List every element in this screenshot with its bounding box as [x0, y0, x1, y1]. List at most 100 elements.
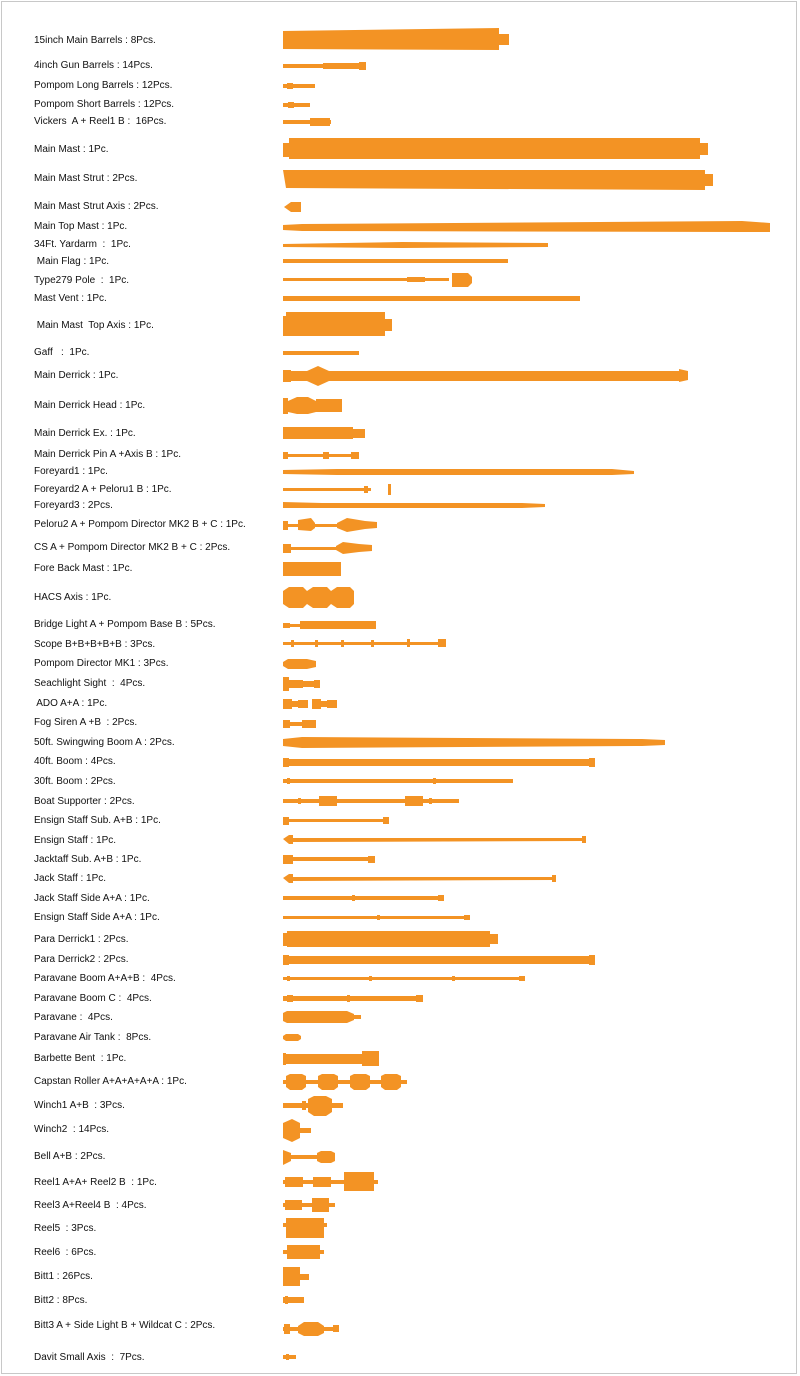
part-label: Main Mast Strut : 2Pcs.	[34, 173, 138, 184]
part-shape	[283, 874, 556, 883]
part-label: Main Mast Top Axis : 1Pc.	[34, 320, 154, 331]
part-label: Bell A+B : 2Pcs.	[34, 1151, 106, 1162]
part-label: Jack Staff : 1Pc.	[34, 873, 107, 884]
part-label: Winch2 : 14Pcs.	[34, 1124, 110, 1135]
part-shape	[283, 758, 595, 767]
part-label: Peloru2 A + Pompom Director MK2 B + C : …	[34, 519, 246, 530]
part-label: CS A + Pompom Director MK2 B + C : 2Pcs.	[34, 542, 231, 553]
part-shape	[283, 28, 509, 50]
part-label: Main Derrick Ex. : 1Pc.	[34, 428, 136, 439]
part-shape	[283, 677, 320, 691]
part-label: Main Derrick : 1Pc.	[34, 370, 119, 381]
part-shape	[283, 835, 586, 844]
part-label: Reel6 : 6Pcs.	[34, 1247, 97, 1258]
part-label: Foreyard2 A + Peloru1 B : 1Pc.	[34, 484, 172, 495]
part-shape	[283, 1011, 361, 1023]
part-label: Ensign Staff : 1Pc.	[34, 835, 117, 846]
part-label: Barbette Bent : 1Pc.	[34, 1053, 127, 1064]
part-shape	[283, 621, 376, 629]
part-label: Reel1 A+A+ Reel2 B : 1Pc.	[34, 1177, 157, 1188]
part-label: Main Derrick Pin A +Axis B : 1Pc.	[34, 449, 181, 460]
part-label: Main Derrick Head : 1Pc.	[34, 400, 146, 411]
part-label: Pompom Director MK1 : 3Pcs.	[34, 658, 169, 669]
part-shape	[283, 915, 470, 920]
part-label: 50ft. Swingwing Boom A : 2Pcs.	[34, 737, 175, 748]
part-shape	[283, 242, 548, 248]
part-label: 40ft. Boom : 4Pcs.	[34, 756, 116, 767]
part-shape	[283, 83, 315, 89]
part-label: Pompom Long Barrels : 12Pcs.	[34, 80, 173, 91]
part-label: Main Mast : 1Pc.	[34, 144, 109, 155]
part-label: 4inch Gun Barrels : 14Pcs.	[34, 60, 153, 71]
part-label: ADO A+A : 1Pc.	[34, 698, 108, 709]
part-label: Para Derrick2 : 2Pcs.	[34, 954, 129, 965]
part-shape	[283, 1034, 301, 1041]
part-label: Scope B+B+B+B+B : 3Pcs.	[34, 639, 156, 650]
part-shape	[283, 170, 713, 190]
part-shape	[283, 1051, 379, 1066]
part-label: Foreyard1 : 1Pc.	[34, 466, 108, 477]
part-label: Pompom Short Barrels : 12Pcs.	[34, 99, 175, 110]
part-shape	[283, 1074, 407, 1090]
part-shape	[283, 720, 316, 728]
part-shape	[283, 502, 545, 508]
part-shape	[283, 1198, 335, 1212]
part-shape	[283, 1218, 327, 1238]
part-label: Jacktaff Sub. A+B : 1Pc.	[34, 854, 142, 865]
part-shape	[283, 659, 316, 669]
part-label: Main Mast Strut Axis : 2Pcs.	[34, 201, 159, 212]
part-label: Main Flag : 1Pc.	[34, 256, 110, 267]
part-shape	[283, 639, 446, 647]
part-shape	[283, 259, 508, 263]
part-label: Type279 Pole : 1Pc.	[34, 275, 130, 286]
part-shape	[283, 737, 665, 748]
part-label: Vickers A + Reel1 B : 16Pcs.	[34, 116, 167, 127]
part-label: Winch1 A+B : 3Pcs.	[34, 1100, 125, 1111]
part-shape	[283, 427, 365, 439]
part-shape	[283, 1354, 296, 1360]
part-shape	[283, 469, 634, 475]
part-label: 34Ft. Yardarm : 1Pc.	[34, 239, 131, 250]
part-label: Foreyard3 : 2Pcs.	[34, 500, 113, 511]
part-label: Jack Staff Side A+A : 1Pc.	[34, 893, 150, 904]
part-label: Gaff : 1Pc.	[34, 347, 90, 358]
part-shape	[283, 976, 525, 981]
part-shape	[283, 796, 459, 806]
part-shape	[283, 1245, 324, 1259]
part-shape	[283, 699, 337, 709]
part-label: Reel3 A+Reel4 B : 4Pcs.	[34, 1200, 147, 1211]
part-label: Davit Small Axis : 7Pcs.	[34, 1352, 145, 1363]
part-label: Mast Vent : 1Pc.	[34, 293, 107, 304]
part-label: Bridge Light A + Pompom Base B : 5Pcs.	[34, 619, 216, 630]
part-shape	[283, 221, 770, 232]
part-shape	[283, 118, 331, 126]
part-shape	[283, 452, 359, 459]
part-shape	[283, 62, 366, 70]
part-shape	[283, 102, 310, 108]
part-label: 30ft. Boom : 2Pcs.	[34, 776, 116, 787]
part-label: Seachlight Sight : 4Pcs.	[34, 678, 146, 689]
part-label: Paravane Air Tank : 8Pcs.	[34, 1032, 152, 1043]
part-label: 15inch Main Barrels : 8Pcs.	[34, 35, 156, 46]
part-label: Bitt3 A + Side Light B + Wildcat C : 2Pc…	[34, 1320, 216, 1331]
part-label: Reel5 : 3Pcs.	[34, 1223, 97, 1234]
part-label: Para Derrick1 : 2Pcs.	[34, 934, 129, 945]
part-label: Paravane : 4Pcs.	[34, 1012, 113, 1023]
part-shape	[283, 1172, 378, 1191]
part-shape	[283, 312, 392, 336]
part-shape	[283, 1267, 309, 1286]
part-shape	[283, 778, 513, 784]
part-label: Bitt1 : 26Pcs.	[34, 1271, 93, 1282]
part-shape	[283, 855, 375, 864]
part-shape	[283, 1322, 339, 1336]
part-shape	[283, 895, 444, 901]
part-shape	[283, 1096, 343, 1116]
part-shape	[283, 562, 341, 576]
part-label: Paravane Boom A+A+B : 4Pcs.	[34, 973, 176, 984]
part-shape	[283, 484, 391, 495]
part-shape	[283, 931, 498, 947]
part-shape	[283, 366, 688, 386]
part-label: Boat Supporter : 2Pcs.	[34, 796, 135, 807]
